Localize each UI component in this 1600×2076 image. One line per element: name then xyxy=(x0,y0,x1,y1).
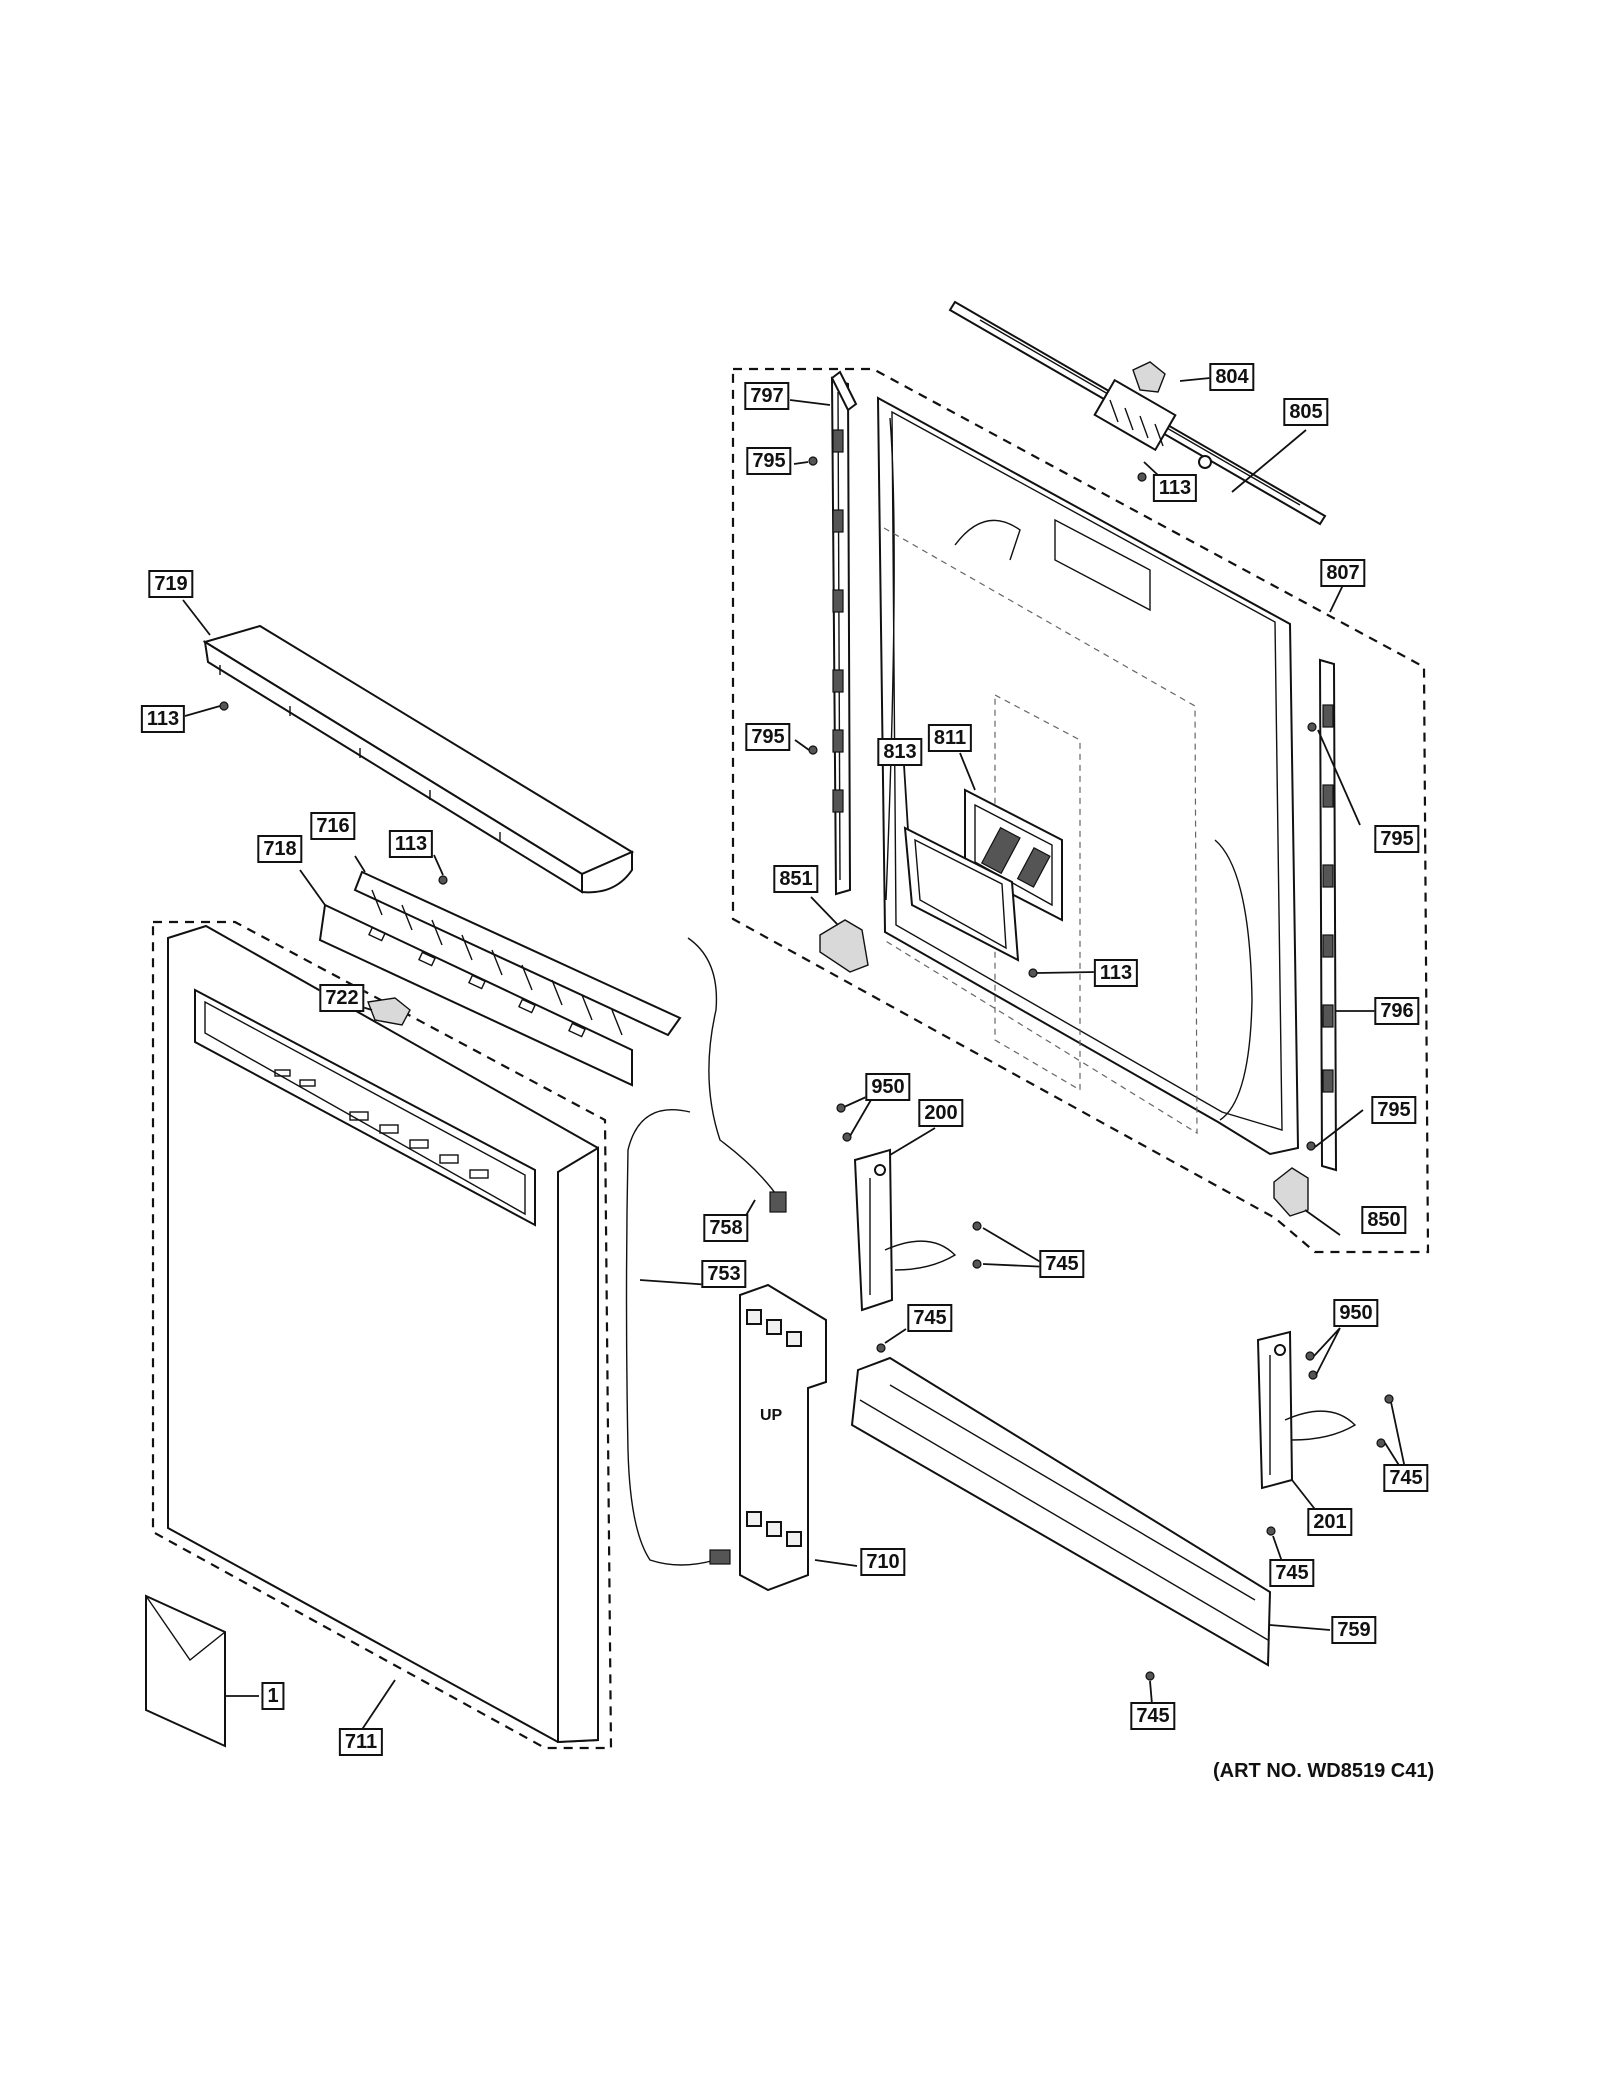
callout-795: 795 xyxy=(745,723,791,751)
callout-719: 719 xyxy=(148,570,194,598)
callout-710: 710 xyxy=(860,1548,906,1576)
outer-door-group-outline xyxy=(151,920,613,1750)
callout-200: 200 xyxy=(918,1099,964,1127)
screws xyxy=(219,456,1394,1681)
art-number: (ART NO. WD8519 C41) xyxy=(1213,1760,1435,1782)
callout-758: 758 xyxy=(703,1214,749,1242)
literature-1 xyxy=(145,1594,226,1748)
bracket-850 xyxy=(1273,1167,1309,1217)
callout-813: 813 xyxy=(877,738,923,766)
callout-745: 745 xyxy=(907,1304,953,1332)
callout-716: 716 xyxy=(310,812,356,840)
callout-1: 1 xyxy=(261,1682,285,1710)
gasket-813 xyxy=(903,826,1020,962)
callout-795: 795 xyxy=(1374,825,1420,853)
callout-811: 811 xyxy=(927,724,973,752)
callout-113: 113 xyxy=(1093,959,1139,987)
rail-797 xyxy=(830,370,858,896)
callout-805: 805 xyxy=(1283,398,1329,426)
clip-804 xyxy=(1132,361,1166,393)
inner-door-807 xyxy=(876,396,1300,1156)
callout-950: 950 xyxy=(865,1073,911,1101)
bracket-716 xyxy=(353,870,682,1037)
callout-795: 795 xyxy=(746,447,792,475)
bracket-851 xyxy=(819,919,869,973)
callout-796: 796 xyxy=(1374,997,1420,1025)
board-718 xyxy=(318,903,633,1087)
trim-719 xyxy=(202,624,635,894)
callout-113: 113 xyxy=(1152,474,1198,502)
callout-745: 745 xyxy=(1130,1702,1176,1730)
rail-796 xyxy=(1318,658,1338,1172)
clip-722 xyxy=(367,997,411,1026)
callout-722: 722 xyxy=(319,984,365,1012)
callout-113: 113 xyxy=(140,705,186,733)
callout-745: 745 xyxy=(1269,1559,1315,1587)
callout-718: 718 xyxy=(257,835,303,863)
callout-753: 753 xyxy=(701,1260,747,1288)
wire-758 xyxy=(687,937,781,1201)
callout-850: 850 xyxy=(1361,1206,1407,1234)
inner-door-group-outline xyxy=(731,367,1430,1254)
wire-753 xyxy=(625,1108,716,1566)
callout-807: 807 xyxy=(1320,559,1366,587)
vent-710: UP xyxy=(739,1283,827,1592)
callout-797: 797 xyxy=(744,382,790,410)
callout-201: 201 xyxy=(1307,1508,1353,1536)
callout-745: 745 xyxy=(1039,1250,1085,1278)
vent-up-label: UP xyxy=(760,1407,783,1424)
outer-door-711 xyxy=(167,924,599,1744)
callout-745: 745 xyxy=(1383,1464,1429,1492)
wire-758-connector xyxy=(769,1191,787,1213)
wire-753-connector xyxy=(709,1549,731,1565)
leader-lines xyxy=(182,377,1408,1732)
hinge-200 xyxy=(853,1148,957,1312)
rail-805 xyxy=(948,300,1327,526)
dispenser-811 xyxy=(964,788,1063,922)
callout-113: 113 xyxy=(388,830,434,858)
callout-804: 804 xyxy=(1209,363,1255,391)
callout-759: 759 xyxy=(1331,1616,1377,1644)
kickplate-759 xyxy=(850,1356,1272,1667)
callout-711: 711 xyxy=(338,1728,384,1756)
callout-851: 851 xyxy=(773,865,819,893)
callout-950: 950 xyxy=(1333,1299,1379,1327)
callout-795: 795 xyxy=(1371,1096,1417,1124)
gasket-813-inner xyxy=(914,838,1007,950)
